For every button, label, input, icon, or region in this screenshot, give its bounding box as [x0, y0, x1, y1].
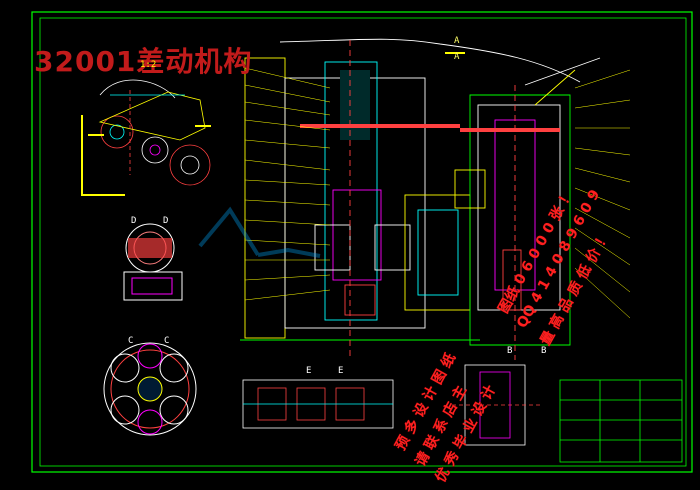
inner-frame: [39, 17, 687, 467]
view-label-a-bottom: A: [454, 52, 460, 62]
view-label-c-right: C: [164, 336, 170, 346]
view-label-b-right: B: [541, 346, 547, 356]
callout-lines: [244, 67, 631, 319]
faint-logo: [198, 206, 321, 258]
drawing-title: 32001差动机构: [34, 45, 253, 78]
lower-right-view: [452, 364, 540, 446]
section-d-view: [123, 223, 183, 301]
view-label-b-left: B: [507, 346, 513, 356]
scale-note: 1:2: [140, 60, 157, 70]
upper-left-view: [81, 79, 211, 196]
view-label-c-left: C: [128, 336, 134, 346]
section-e-view: [242, 379, 394, 429]
section-c-view: [103, 342, 197, 436]
title-block: [559, 379, 683, 463]
view-label-d-left: D: [131, 216, 137, 226]
main-assembly: [240, 38, 601, 360]
view-label-d-right: D: [163, 216, 169, 226]
section-markers: [88, 52, 465, 136]
view-label-e-right: E: [338, 366, 344, 376]
view-label-e-left: E: [306, 366, 312, 376]
outer-frame: [31, 11, 693, 473]
view-label-a-top: A: [454, 36, 460, 46]
